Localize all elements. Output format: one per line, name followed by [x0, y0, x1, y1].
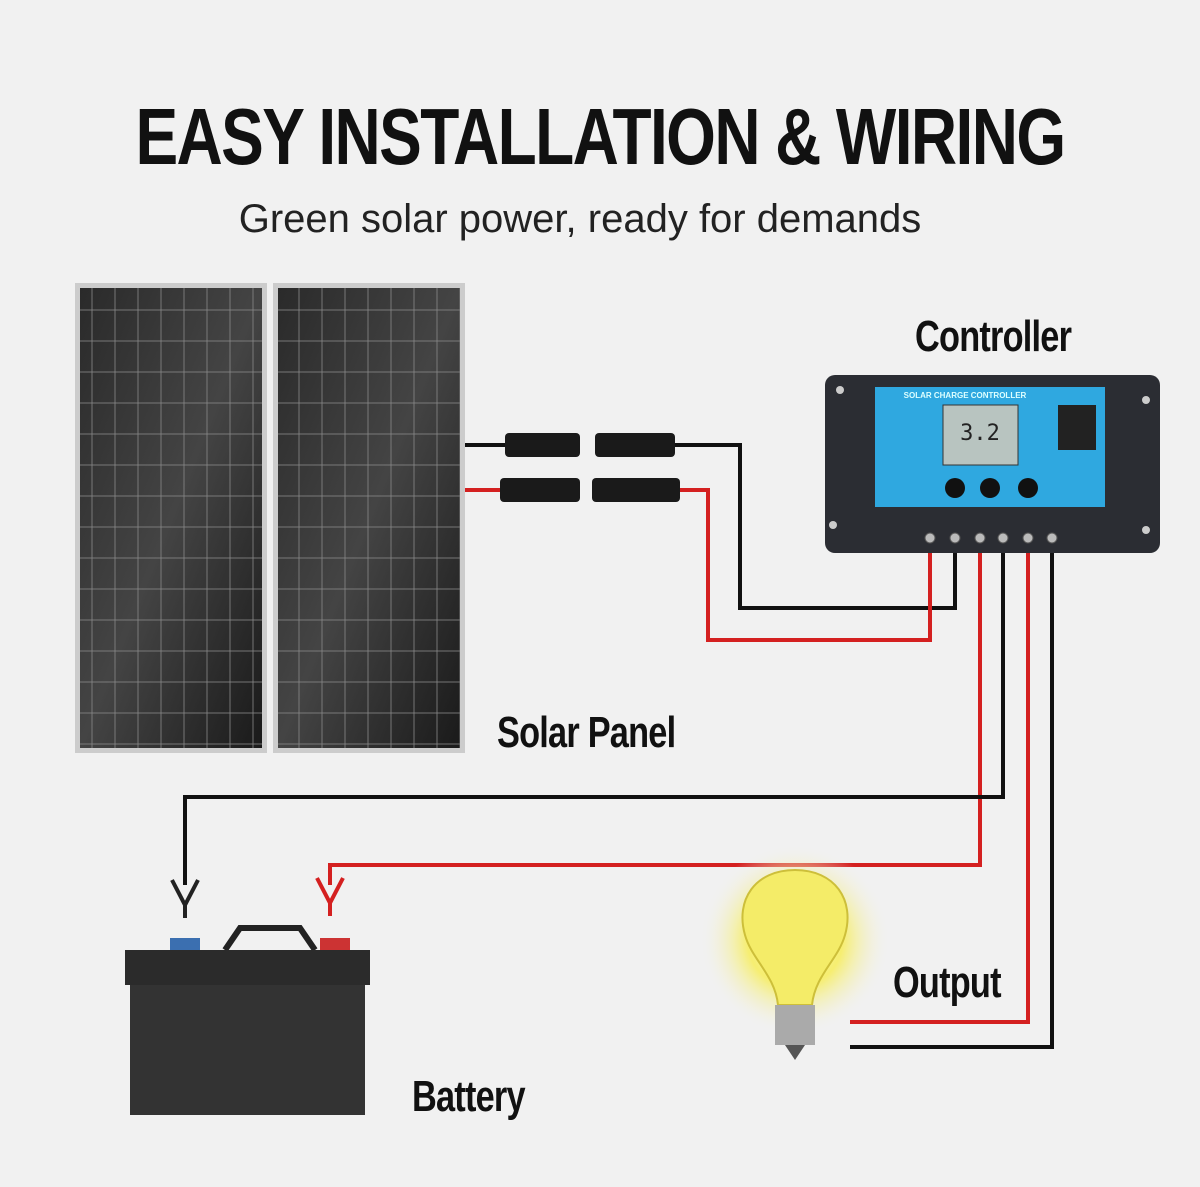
page-title: EASY INSTALLATION & WIRING — [135, 92, 1066, 181]
load-positive-wire — [850, 540, 1030, 1024]
controller-brand-text: SOLAR CHARGE CONTROLLER — [904, 391, 1027, 400]
battery — [125, 925, 370, 1115]
solar-panel-label: Solar Panel — [497, 708, 676, 757]
controller-label: Controller — [915, 312, 1072, 361]
mc4-connectors — [465, 433, 680, 502]
battery-label: Battery — [412, 1072, 526, 1121]
output-label: Output — [893, 958, 1002, 1007]
positive-clamp-icon — [315, 877, 345, 916]
solar-panel-left — [75, 283, 267, 753]
negative-clamp-icon — [170, 879, 200, 918]
panel-positive-wire — [680, 488, 932, 642]
page-subtitle: Green solar power, ready for demands — [238, 197, 922, 241]
solar-panel-right — [273, 283, 465, 753]
panel-negative-wire — [675, 443, 957, 610]
battery-positive-wire — [328, 540, 982, 885]
battery-negative-wire — [183, 540, 1005, 885]
controller-display-value: 3.2 — [960, 421, 1000, 446]
load-negative-wire — [850, 540, 1054, 1049]
charge-controller: 3.2 SOLAR CHARGE CONTROLLER — [825, 375, 1160, 553]
light-bulb-icon — [700, 845, 890, 1060]
